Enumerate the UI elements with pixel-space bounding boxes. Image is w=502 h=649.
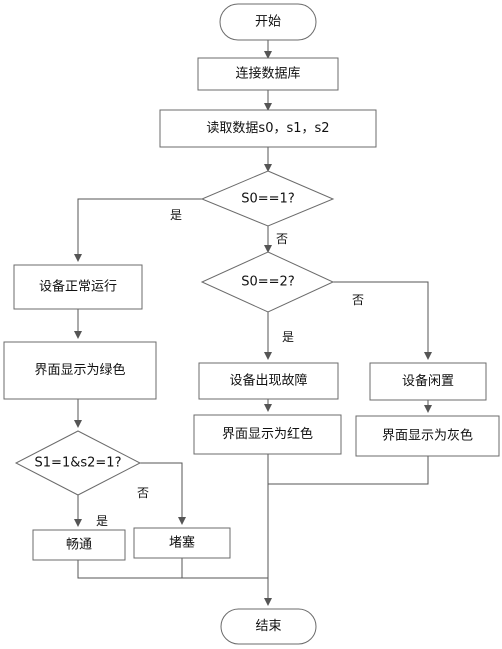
label-cond2-no: 否 — [352, 293, 364, 307]
node-blocked-text: 堵塞 — [169, 535, 195, 551]
node-fault: 设备出现故障 — [198, 362, 339, 400]
edge-cond3-blocked — [140, 462, 186, 525]
decision-s1-s2: S1=1&s2=1? — [14, 430, 142, 496]
node-idle: 设备闲置 — [369, 362, 487, 401]
node-gray: 界面显示为灰色 — [355, 415, 500, 457]
node-start: 开始 — [219, 3, 317, 41]
node-running-text: 设备正常运行 — [39, 279, 117, 295]
node-green-text: 界面显示为绿色 — [34, 362, 125, 378]
node-red: 界面显示为红色 — [193, 414, 342, 455]
node-read-data-text: 读取数据s0，s1，s2 — [206, 121, 329, 136]
node-running: 设备正常运行 — [13, 264, 143, 310]
label-cond1-no: 否 — [276, 232, 288, 246]
label-cond2-yes: 是 — [282, 330, 294, 344]
node-end: 结束 — [220, 608, 317, 645]
decision-s0-eq-1: S0==1? — [200, 170, 335, 227]
decision-s0-eq-2: S0==2? — [200, 251, 335, 313]
node-red-text: 界面显示为红色 — [222, 426, 313, 442]
decision-s0-eq-2-text: S0==2? — [241, 275, 294, 290]
label-cond1-yes: 是 — [170, 208, 182, 222]
node-idle-text: 设备闲置 — [402, 373, 454, 389]
decision-s0-eq-1-text: S0==1? — [241, 192, 294, 207]
node-end-text: 结束 — [255, 619, 281, 634]
edge-labels: 是 否 否 是 否 是 — [96, 208, 364, 528]
node-connect-db: 连接数据库 — [197, 57, 339, 91]
edge-cond2-idle — [333, 281, 432, 360]
node-smooth-text: 畅通 — [66, 538, 92, 553]
edge-gray-merge — [268, 456, 429, 485]
node-green: 界面显示为绿色 — [3, 341, 157, 400]
edge-smooth-merge — [77, 560, 268, 579]
label-cond3-yes: 是 — [96, 514, 108, 528]
edges — [74, 40, 432, 606]
node-connect-db-text: 连接数据库 — [235, 66, 300, 82]
node-fault-text: 设备出现故障 — [229, 373, 307, 389]
node-smooth: 畅通 — [32, 529, 126, 561]
node-read-data: 读取数据s0，s1，s2 — [159, 109, 377, 148]
node-start-text: 开始 — [255, 15, 281, 30]
label-cond3-no: 否 — [137, 486, 149, 500]
edge-cond1-running — [74, 198, 202, 262]
node-gray-text: 界面显示为灰色 — [382, 428, 473, 444]
node-blocked: 堵塞 — [133, 527, 231, 559]
decision-s1-s2-text: S1=1&s2=1? — [35, 456, 122, 471]
